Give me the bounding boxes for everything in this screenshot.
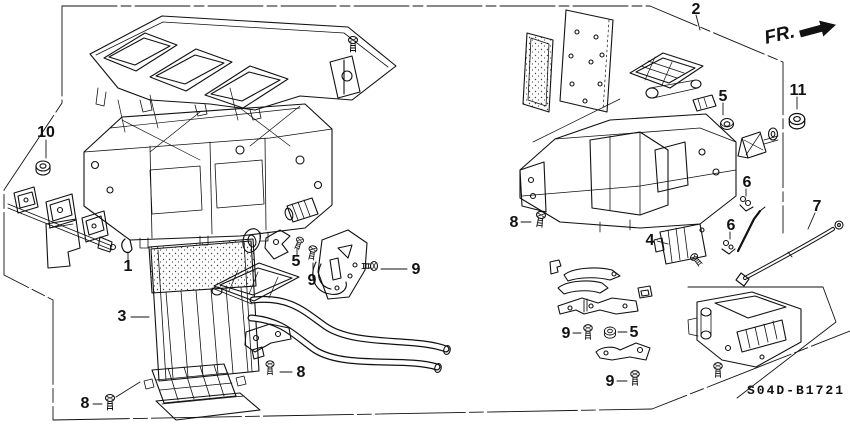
screw-8-right	[534, 210, 547, 229]
screw-9-d	[630, 370, 640, 386]
clip-lever-row	[549, 259, 653, 315]
link-lever-parts	[242, 228, 291, 260]
side-bracket	[312, 229, 368, 300]
fr-label: FR.	[762, 22, 797, 49]
leader-lines-right	[520, 96, 816, 382]
heater-core	[148, 238, 260, 382]
fr-indicator: FR.	[762, 20, 836, 49]
heater-pipes	[247, 295, 451, 373]
seal-plates	[522, 9, 614, 113]
bent-link-rod	[736, 206, 766, 253]
control-rod-7	[735, 220, 844, 287]
lower-heater-case	[519, 113, 737, 233]
ribbed-cylinder	[284, 197, 319, 223]
leader-lines-left	[45, 139, 408, 405]
small-hinge-parts	[692, 94, 779, 159]
screw-angled	[688, 251, 704, 268]
frame-border	[3, 5, 850, 421]
cover-screw	[347, 35, 359, 53]
screw-5-left	[292, 235, 305, 251]
grommet-part-5	[719, 117, 735, 131]
screw-9-b	[361, 260, 379, 272]
side-seal-strip	[7, 186, 117, 269]
actuator-motor	[653, 223, 707, 265]
clip-6-upper	[739, 195, 754, 212]
screw-8-left	[104, 393, 116, 411]
mode-door-flap	[211, 262, 300, 305]
screw-9-c	[583, 324, 593, 340]
heater-case	[83, 87, 333, 249]
nut-5-b	[603, 326, 617, 339]
diagram-code: S04D-B1721	[747, 383, 846, 398]
nut-part-11	[788, 112, 806, 130]
lower-bracket	[244, 323, 292, 360]
upper-flap	[629, 52, 704, 99]
fr-arrow-icon	[799, 20, 836, 38]
clip-6-lower	[721, 239, 736, 255]
upper-cover	[89, 15, 397, 121]
screw-9-a	[306, 244, 319, 261]
screw-8-mid	[265, 360, 275, 376]
lever-bracket	[595, 342, 651, 361]
clip-part-1	[121, 238, 133, 254]
bottom-case	[687, 291, 802, 368]
screw-bottom-case	[713, 362, 723, 378]
nut-part-10	[35, 160, 51, 176]
foot-duct	[143, 363, 261, 421]
